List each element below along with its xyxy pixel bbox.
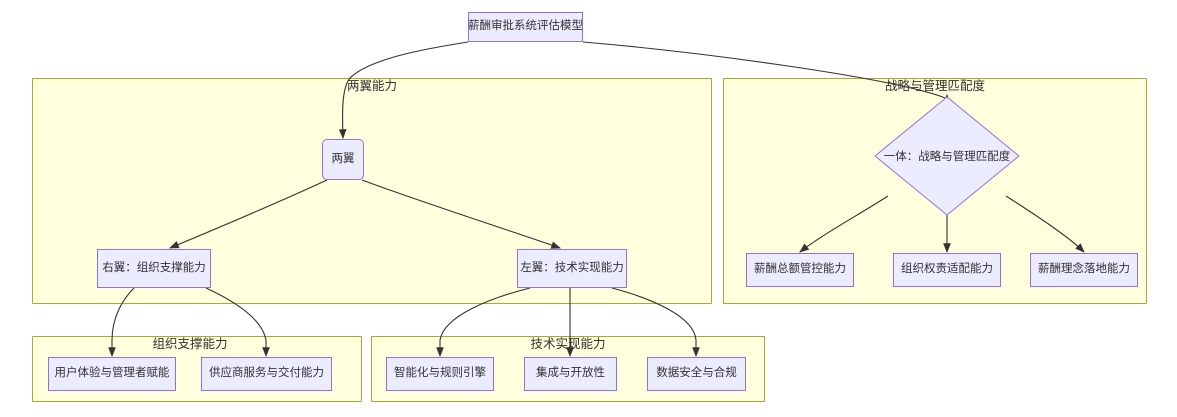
node-total-compensation-control[interactable]: 薪酬总额管控能力 [746,253,854,287]
cluster-label-org-support: 组织支撑能力 [152,337,228,351]
node-compensation-concept-landing[interactable]: 薪酬理念落地能力 [1030,253,1138,287]
node-unity-label: 一体：战略与管理匹配度 [883,151,1011,163]
cluster-label-strategy-match: 战略与管理匹配度 [884,79,986,93]
node-user-experience-manager-enablement[interactable]: 用户体验与管理者赋能 [48,357,176,391]
cluster-label-tech-capability: 技术实现能力 [530,337,606,351]
node-intelligent-rules-engine[interactable]: 智能化与规则引擎 [386,357,494,391]
node-unity-strategy-match[interactable]: 一体：战略与管理匹配度 [874,96,1020,216]
cluster-label-two-wings: 两翼能力 [346,79,398,93]
node-left-wing[interactable]: 左翼：技术实现能力 [517,249,627,288]
node-org-authority-match[interactable]: 组织权责适配能力 [893,253,1001,287]
node-data-security-compliance[interactable]: 数据安全与合规 [647,357,746,391]
node-supplier-service-delivery[interactable]: 供应商服务与交付能力 [201,357,332,391]
node-two-wings[interactable]: 两翼 [322,139,364,180]
node-root-title[interactable]: 薪酬审批系统评估模型 [468,12,583,42]
node-integration-openness[interactable]: 集成与开放性 [524,357,617,391]
node-right-wing[interactable]: 右翼：组织支撑能力 [97,249,211,288]
